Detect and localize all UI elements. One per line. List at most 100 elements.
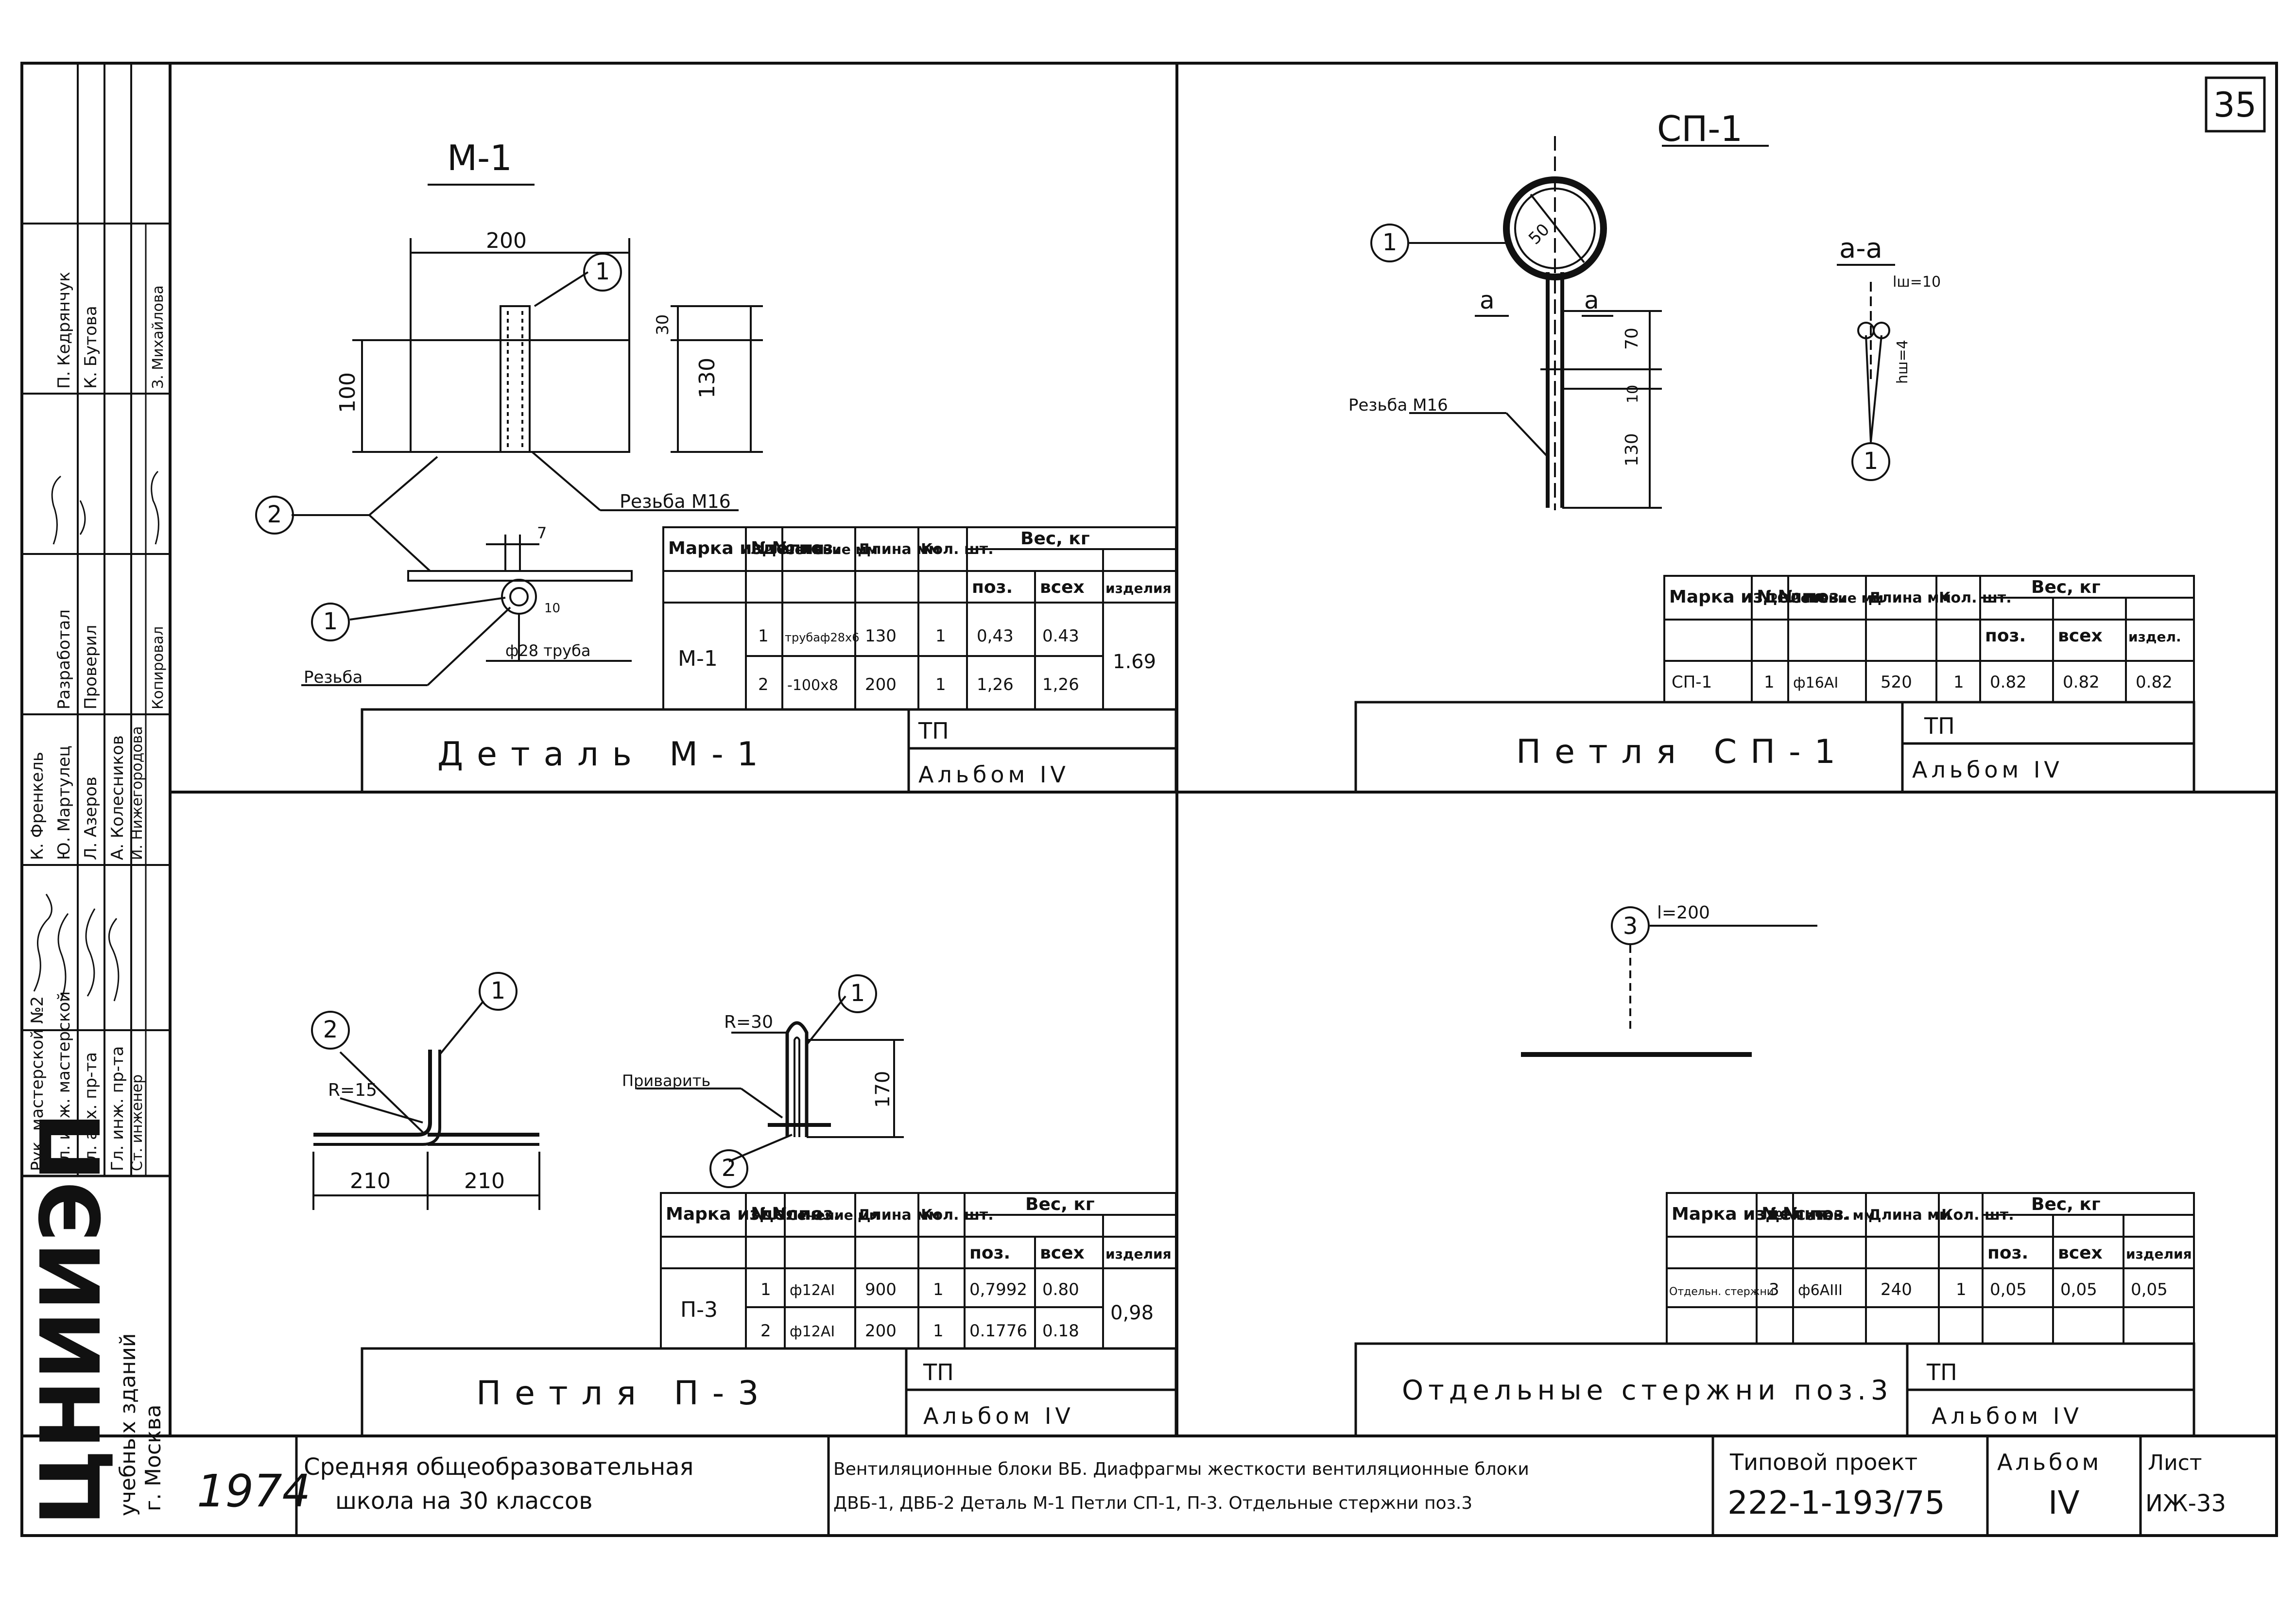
sp1-dim-130: 130 (1622, 433, 1642, 467)
m1-r1-wall: 0.43 (1042, 626, 1079, 646)
stamp-role-5: Ст. инженер (129, 1074, 146, 1171)
p3-mark: П-3 (680, 1297, 718, 1322)
p3-callout-1b: 1 (850, 980, 865, 1007)
sp1-callout-1b: 1 (1864, 448, 1879, 475)
m1-mark: М-1 (678, 646, 718, 671)
p3-r1-pos: 1 (760, 1280, 771, 1299)
sp1-stamp-album: Альбом IV (1912, 757, 2063, 783)
sp1-cut-left: а (1480, 286, 1495, 314)
stamp-role-2: Гл. инж. мастерской (54, 991, 74, 1171)
p3-dim-r2: R=30 (724, 1012, 773, 1032)
m1-stamp-album: Альбом IV (918, 761, 1070, 788)
sp1-th-section: Сечение мм (1791, 590, 1883, 606)
m1-r2-length: 200 (865, 675, 897, 694)
stamp-role-4: Гл. инж. пр-та (108, 1046, 127, 1171)
sp1-r1-pos: 1 (1764, 673, 1775, 692)
m1-stamp-tp: ТП (918, 718, 949, 744)
sheet-number: 35 (2213, 85, 2257, 125)
sp1-label-thread: Резьба М16 (1348, 396, 1448, 415)
p3-dim-l1: 210 (350, 1169, 391, 1193)
rods-r1-mark: Отдельн. стержни (1669, 1286, 1774, 1298)
m1-callout-1: 1 (595, 258, 610, 285)
sp1-r1-section: ф16АI (1793, 674, 1838, 691)
m1-r1-qty: 1 (935, 626, 946, 646)
rods-th-mark: Марка изделия (1672, 1204, 1828, 1224)
rods-th-pos: №№ поз. (1761, 1204, 1850, 1224)
p3-th-mark: Марка изделия (666, 1204, 822, 1224)
p3-r2-qty: 1 (933, 1321, 944, 1341)
p3-callout-2: 2 (323, 1016, 338, 1043)
m1-r2-wpos: 1,26 (977, 675, 1014, 694)
m1-r2-wall: 1,26 (1042, 675, 1079, 694)
p3-r1-length: 900 (865, 1280, 897, 1299)
sp1-th-w-pos: поз. (1985, 626, 2026, 646)
m1-th-weight: Вес, кг (1020, 529, 1090, 549)
m1-total: 1.69 (1113, 651, 1156, 673)
sp1-th-w-all: всех (2058, 626, 2103, 646)
p3-r2-wall: 0.18 (1042, 1321, 1079, 1341)
p3-th-w-pos: поз. (969, 1243, 1010, 1263)
p3-r1-wall: 0.80 (1042, 1280, 1079, 1299)
stamp-role-8: Копировал (150, 626, 167, 709)
m1-label-thread2: Резьба (304, 668, 363, 687)
m1-r2-section: -100х8 (787, 677, 838, 694)
stamp-name-1: К. Френкель (28, 752, 47, 860)
p3-th-w-item: изделия (1105, 1246, 1172, 1262)
sp1-th-w-item: издел. (2128, 629, 2181, 645)
rods-r1-qty: 1 (1956, 1280, 1967, 1299)
m1-th-section: Сечение мм (785, 541, 878, 557)
sp1-dim-10: 10 (1624, 385, 1641, 403)
m1-th-w-item: изделия (1105, 580, 1172, 596)
rods-r1-pos: 3 (1769, 1280, 1779, 1299)
m1-r2-qty: 1 (935, 675, 946, 694)
p3-dim-r1: R=15 (328, 1080, 377, 1100)
school-line2: школа на 30 классов (335, 1487, 593, 1515)
m1-callout-1b: 1 (323, 608, 338, 635)
m1-th-w-pos: поз. (972, 577, 1013, 597)
p3-r2-wpos: 0.1776 (969, 1321, 1027, 1341)
rods-r1-section: ф6АIII (1798, 1282, 1843, 1299)
sp1-stamp-tp: ТП (1924, 713, 1955, 739)
sp1-th-mark: Марка изделия (1669, 587, 1826, 607)
sp1-r1-length: 520 (1881, 673, 1912, 692)
sp1-section-title: а-а (1839, 233, 1882, 264)
p3-th-length: Длина мм (858, 1207, 940, 1224)
p3-callout-1: 1 (491, 977, 506, 1004)
sp1-r1-wpos: 0.82 (1990, 673, 2027, 692)
p3-label-weld: Приварить (622, 1071, 710, 1090)
m1-th-length: Длина мм (858, 541, 940, 558)
p3-stamp-title: Петля П-3 (476, 1374, 773, 1413)
p3-dim-l2: 210 (464, 1169, 505, 1193)
m1-callout-2: 2 (267, 501, 282, 528)
sp1-dim-70: 70 (1622, 328, 1642, 350)
p3-r2-section: ф12АI (790, 1323, 835, 1340)
sp1-stamp-title: Петля СП-1 (1516, 733, 1849, 771)
p3-total: 0,98 (1110, 1302, 1154, 1324)
rods-stamp-album: Альбом IV (1932, 1403, 2083, 1429)
signatures (33, 470, 159, 1002)
p3-dim-h: 170 (872, 1071, 894, 1108)
p3-th-w-all: всех (1040, 1243, 1085, 1263)
sp1-r1-mark: СП-1 (1672, 673, 1712, 692)
sp1-r1-witem: 0.82 (2136, 673, 2173, 692)
m1-r1-pos: 1 (758, 626, 769, 646)
rods-length: l=200 (1657, 903, 1710, 923)
stamp-name-5: И. Нижегородова (129, 726, 146, 860)
list-label: Лист (2148, 1451, 2202, 1475)
stamp-name-3: Л. Азеров (81, 777, 101, 860)
rods-r1-length: 240 (1881, 1280, 1912, 1299)
sp1-title: СП-1 (1657, 108, 1743, 149)
org-logo: ЦНИИЭП (23, 1112, 120, 1526)
stamp-name-8: З. Михайлова (150, 285, 167, 389)
rods-stamp-title: Отдельные стержни поз.3 (1402, 1375, 1893, 1406)
sp1-r1-wall: 0.82 (2063, 673, 2100, 692)
p3-stamp-album: Альбом IV (923, 1403, 1074, 1429)
album-label: Альбом (1997, 1449, 2102, 1475)
stamp-name-2: Ю. Мартулец (54, 745, 74, 860)
m1-th-mark: Марка изделия (668, 538, 825, 558)
p3-stamp-tp: ТП (923, 1359, 954, 1385)
m1-r2-pos: 2 (758, 675, 769, 694)
stamp-role-3: Гл. арх. пр-та (81, 1052, 101, 1171)
rods-th-length: Длина мм (1868, 1207, 1951, 1224)
m1-stamp-title: Деталь М-1 (437, 735, 772, 774)
